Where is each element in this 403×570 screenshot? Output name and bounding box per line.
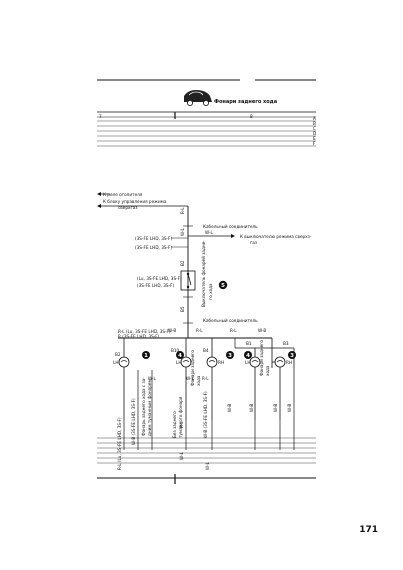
label-no-fog-1: Без заднего [172, 411, 177, 438]
lamp-reverse-lh-2 [249, 348, 261, 420]
svg-text:F: F [313, 141, 316, 146]
connector-tag: B1 [246, 341, 252, 346]
wire-tag: R-L [230, 328, 237, 333]
label-lamp-rev2-2: хода [265, 365, 270, 376]
wire-code: W-B (3S-FE LHD, 3S-F) [203, 391, 208, 438]
marker-3a: 3 [226, 351, 234, 359]
connector-tag: B10 [171, 348, 180, 353]
label-no-fog-2: туманного фонаря [178, 396, 183, 438]
footer-rails [97, 437, 316, 484]
wire-tag: W-B [273, 404, 278, 412]
svg-text:B: B [313, 121, 316, 126]
wire-code: W-B [249, 404, 254, 412]
svg-text:3: 3 [228, 353, 232, 359]
label-supercharge-ctrl-1: К блоку управления режима [103, 199, 167, 204]
label-model-a-1: (3S-FE LHD, 3S-F) [135, 236, 172, 241]
marker-5: 5 [218, 280, 228, 289]
wire-tag: R-L [202, 376, 209, 381]
marker-4b: 4 [244, 351, 252, 359]
page-number: 171 [359, 525, 378, 535]
feed-wires [97, 192, 235, 324]
label-pre-junction-2: R (3S-FE LHD, 3S-F) [118, 334, 160, 339]
column-label-8: 8 [250, 114, 253, 119]
wire-tag: R-L [180, 207, 185, 214]
wire-code: W-B (3S-FE LHD, 3S-F) [131, 398, 136, 445]
label-reverse-switch-1: Выключатель фонарей задне- [201, 240, 206, 307]
side-tag-lh: LH [176, 360, 181, 365]
label-model-a-2: (3S-FE LHD, 3S-F) [135, 245, 172, 250]
wire-tag: R-L [196, 328, 203, 333]
label-lamp-fog-2: дним туманным фонарем [147, 379, 152, 436]
wire-tag: W-L [186, 376, 194, 381]
wire-tag: R-L [179, 421, 184, 428]
connector-tag: B3 [283, 341, 289, 346]
svg-text:1: 1 [144, 353, 148, 359]
connector-tag: B4 [203, 348, 209, 353]
label-lamp-rev-1: Фонари заднего [190, 350, 195, 386]
wire-tag: W-B [258, 328, 266, 333]
wire-code: R-L (Lu, 3S-FE LHD, 3S-F) [117, 417, 122, 470]
reverse-switch-symbol [180, 270, 196, 291]
label-pre-junction-1: R-L (Lu, 3S-FE LHD, 3S-F) [118, 329, 171, 334]
lamp-fog-combo [118, 338, 130, 420]
label-to-overdrive-switch-2: газ [250, 240, 257, 245]
label-cable-connector-bottom: Кабельный соединитель [203, 318, 258, 323]
connector-tag: B2 [180, 260, 185, 266]
label-reverse-switch-2: го хода [208, 283, 213, 300]
wire-tag: W-B [168, 328, 176, 333]
marker-1: 1 [142, 351, 150, 359]
label-heater-relay: К реле отопителя [103, 192, 143, 197]
wire-tag: W-L [179, 452, 184, 460]
svg-text:4: 4 [246, 353, 250, 359]
label-cable-connector-top: Кабельный соединитель [203, 224, 258, 229]
wire-code: W-B [287, 404, 292, 412]
connector-tag: B2 [115, 352, 121, 357]
side-tag-lh: LH [245, 360, 250, 365]
row-letters: A B C D E F [313, 116, 316, 146]
svg-text:A: A [313, 116, 316, 121]
lamp-reverse-lh-1 [180, 338, 192, 420]
column-label-7: 7 [99, 114, 102, 119]
car-logo-icon [184, 90, 212, 107]
side-tag-rh: RH [286, 360, 292, 365]
side-tag-rh: RH [218, 360, 224, 365]
wire-tag: W-B [227, 404, 232, 412]
wire-tag: W-L [205, 462, 210, 470]
marker-4a: 4 [176, 351, 184, 359]
ground-wires [123, 368, 295, 450]
wire-tag: W-L [180, 228, 185, 236]
wire-tag: W-L [148, 376, 156, 381]
label-lamp-rev2-1: Фонари заднего [259, 340, 264, 376]
svg-text:D: D [313, 131, 316, 136]
label-supercharge-ctrl-2: сверхгаз [118, 205, 137, 210]
label-to-overdrive-switch-1: К выключателю режима сверхз- [240, 234, 312, 239]
connector-tag: B5 [180, 306, 185, 312]
page-title: Фонари заднего хода [214, 99, 277, 105]
label-lamp-fog-1: Фонарь заднего хода с за- [141, 377, 146, 436]
svg-text:4: 4 [178, 353, 182, 359]
svg-text:C: C [313, 126, 316, 131]
lamp-reverse-rh-2 [272, 356, 286, 420]
header-block [97, 79, 316, 147]
side-tag-lh: LH [113, 360, 118, 365]
label-lamp-rev-2: хода [196, 375, 201, 386]
svg-text:3: 3 [290, 353, 294, 359]
svg-text:E: E [313, 136, 316, 141]
lamp-reverse-rh-1 [206, 338, 218, 420]
marker-3b: 3 [288, 351, 296, 359]
svg-text:5: 5 [221, 283, 225, 289]
label-model-b-2: (3S-FE LHD, 3S-F) [137, 283, 174, 288]
label-model-b-1: (Lu, 3S-FE LHD, 3S-F) [137, 276, 182, 281]
wire-tag: W-L [205, 230, 213, 235]
